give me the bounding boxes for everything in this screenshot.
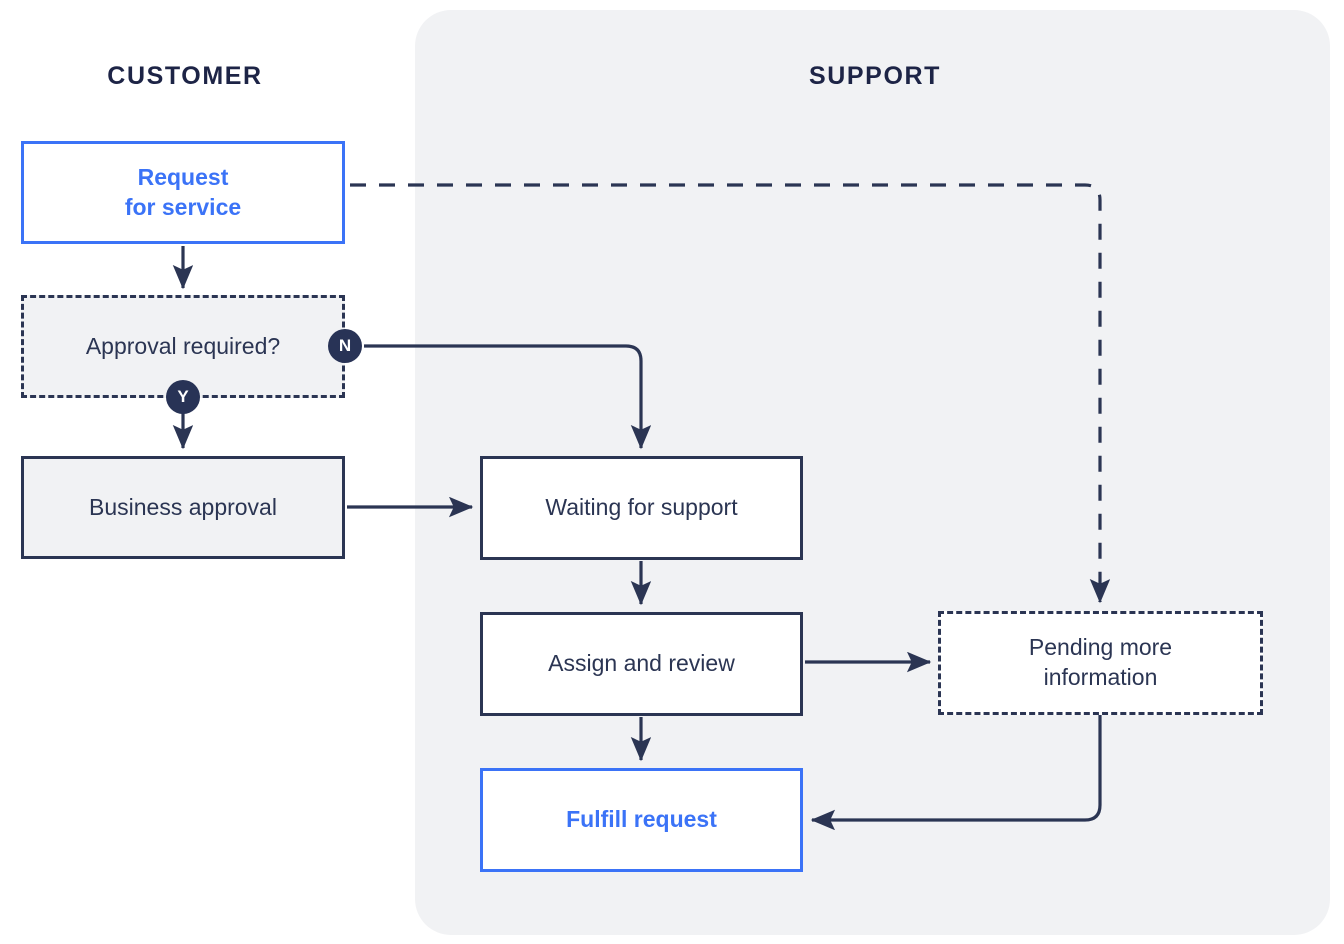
node-request-for-service-label: Request for service <box>124 163 242 220</box>
node-waiting-for-support[interactable]: Waiting for support <box>480 456 803 560</box>
node-business-approval-label: Business approval <box>89 493 277 520</box>
node-request-for-service[interactable]: Request for service <box>21 141 345 244</box>
node-fulfill-request[interactable]: Fulfill request <box>480 768 803 872</box>
decision-badge-yes: Y <box>166 380 200 414</box>
node-waiting-for-support-label: Waiting for support <box>545 494 738 521</box>
node-assign-and-review-label: Assign and review <box>548 650 735 677</box>
node-business-approval[interactable]: Business approval <box>21 456 345 559</box>
lane-title-support: SUPPORT <box>808 62 942 90</box>
node-assign-and-review[interactable]: Assign and review <box>480 612 803 716</box>
node-approval-required-label: Approval required? <box>85 332 281 359</box>
node-pending-more-information-label: Pending more information <box>1028 634 1173 690</box>
decision-badge-no: N <box>328 329 362 363</box>
lane-title-customer: CUSTOMER <box>107 62 263 90</box>
node-pending-more-information[interactable]: Pending more information <box>938 611 1263 715</box>
node-fulfill-request-label: Fulfill request <box>566 806 717 833</box>
